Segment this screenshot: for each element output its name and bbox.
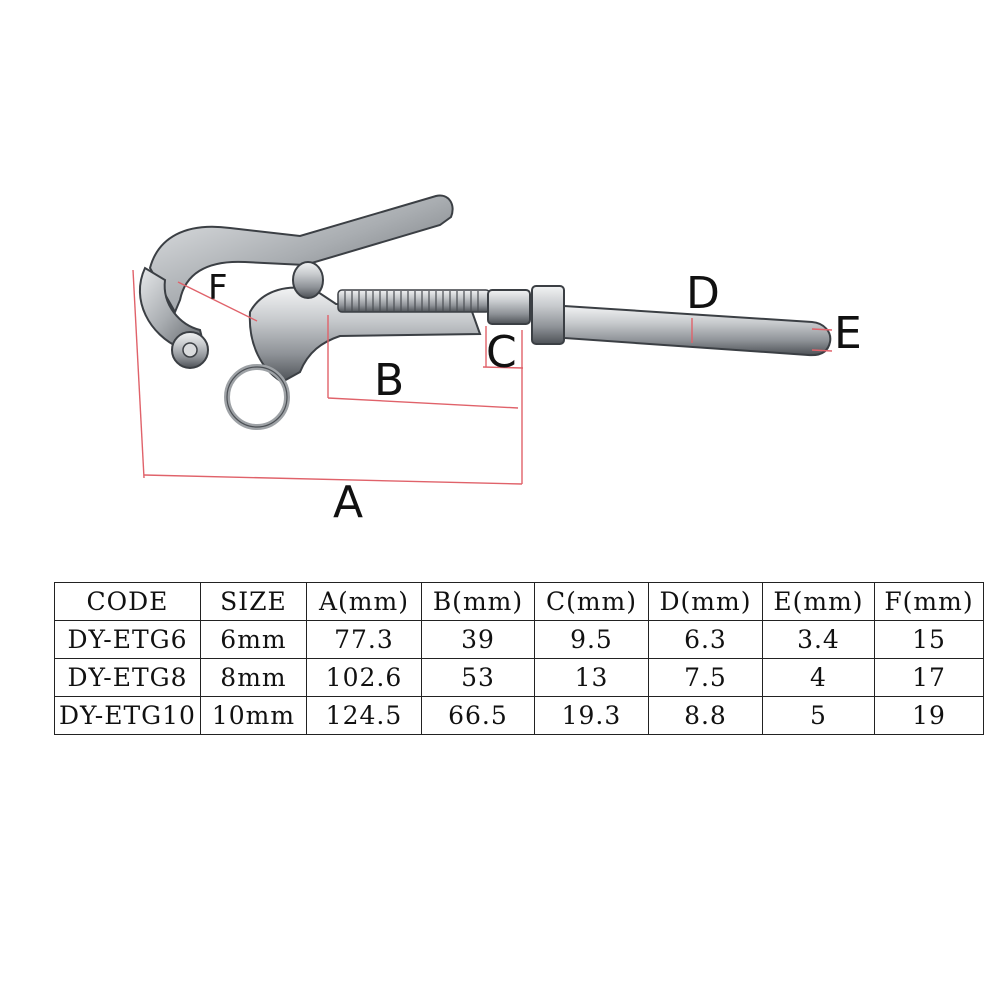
- dim-label-c: C: [486, 327, 517, 378]
- lock-nut: [531, 285, 565, 345]
- dim-label-e: E: [834, 308, 862, 359]
- table-row: DY-ETG10 10mm 124.5 66.5 19.3 8.8 5 19: [54, 696, 984, 735]
- spec-table: CODE SIZE A(mm) B(mm) C(mm) D(mm) E(mm) …: [54, 582, 984, 735]
- header-d: D(mm): [647, 582, 763, 621]
- cell-code: DY-ETG10: [54, 696, 201, 735]
- dim-c-line: [482, 366, 524, 369]
- cell-d: 6.3: [647, 620, 763, 659]
- cell-e: 3.4: [761, 620, 875, 659]
- cell-e: 4: [761, 658, 875, 697]
- split-ring-edge: [226, 366, 288, 428]
- cell-d: 8.8: [647, 696, 763, 735]
- dim-a-line: [143, 474, 523, 485]
- header-f: F(mm): [873, 582, 984, 621]
- cell-a: 102.6: [305, 658, 422, 697]
- latch-knob: [292, 261, 324, 299]
- header-code: CODE: [54, 582, 201, 621]
- cell-d: 7.5: [647, 658, 763, 697]
- cell-b: 53: [420, 658, 535, 697]
- dim-b-line: [327, 397, 519, 409]
- dim-label-a: A: [333, 477, 363, 528]
- cell-code: DY-ETG8: [54, 658, 201, 697]
- cell-f: 15: [873, 620, 984, 659]
- dim-e-line: [811, 328, 833, 331]
- cell-size: 10mm: [199, 696, 307, 735]
- dim-f-line: [177, 281, 258, 322]
- product-image: [139, 194, 832, 430]
- pelican-hook-diagram: A B C D E F: [132, 194, 862, 528]
- clevis-pin-head: [182, 342, 198, 358]
- cell-code: DY-ETG6: [54, 620, 201, 659]
- cell-c: 19.3: [533, 696, 649, 735]
- dim-label-d: D: [686, 268, 720, 319]
- dimension-lines: [132, 269, 833, 485]
- cell-size: 6mm: [199, 620, 307, 659]
- header-b: B(mm): [420, 582, 535, 621]
- dim-label-b: B: [374, 355, 404, 406]
- cell-a: 124.5: [305, 696, 422, 735]
- swage-stud: [563, 304, 832, 357]
- table-header-row: CODE SIZE A(mm) B(mm) C(mm) D(mm) E(mm) …: [54, 582, 984, 621]
- cell-size: 8mm: [199, 658, 307, 697]
- dim-a-left-extension: [132, 269, 145, 479]
- cell-f: 17: [873, 658, 984, 697]
- cell-e: 5: [761, 696, 875, 735]
- collar: [487, 289, 531, 325]
- table-row: DY-ETG6 6mm 77.3 39 9.5 6.3 3.4 15: [54, 620, 984, 659]
- thread-ridges: [344, 291, 479, 311]
- cell-c: 13: [533, 658, 649, 697]
- lever-arm: [148, 194, 454, 315]
- cell-f: 19: [873, 696, 984, 735]
- threaded-rod: [337, 289, 491, 313]
- cell-b: 39: [420, 620, 535, 659]
- header-e: E(mm): [761, 582, 875, 621]
- header-a: A(mm): [305, 582, 422, 621]
- header-size: SIZE: [199, 582, 307, 621]
- cell-c: 9.5: [533, 620, 649, 659]
- dim-label-f: F: [208, 268, 228, 308]
- cell-b: 66.5: [420, 696, 535, 735]
- table-row: DY-ETG8 8mm 102.6 53 13 7.5 4 17: [54, 658, 984, 697]
- header-c: C(mm): [533, 582, 649, 621]
- dim-e-line-2: [811, 349, 833, 352]
- cell-a: 77.3: [305, 620, 422, 659]
